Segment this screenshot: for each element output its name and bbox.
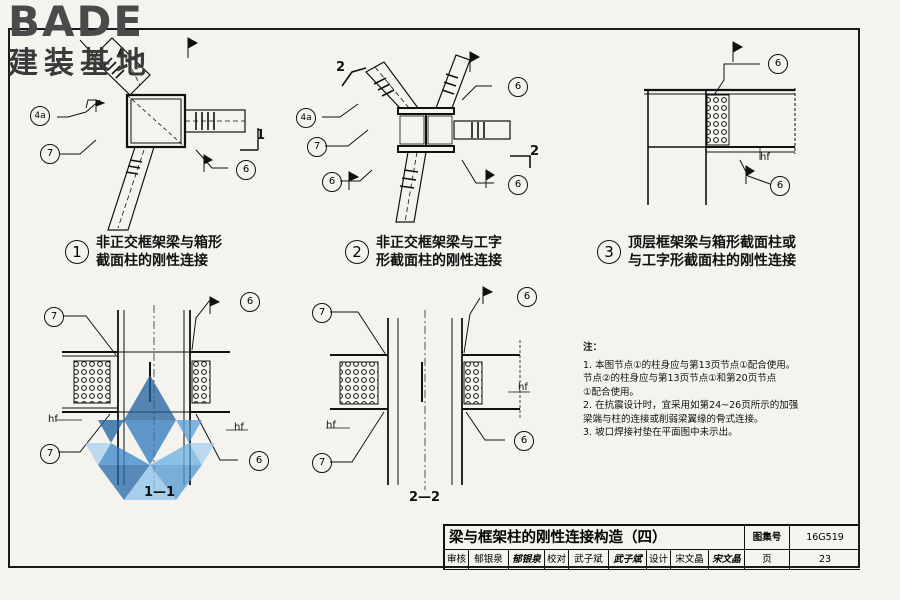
- callout-7: 7: [307, 137, 327, 157]
- weld-flag-symbols: [187, 37, 755, 314]
- detail-1-caption: 非正交框架梁与箱形 截面柱的刚性连接: [96, 235, 222, 269]
- callout-6: 6: [249, 451, 269, 471]
- notes-heading: 注：: [583, 342, 603, 353]
- reviewer-signature: 郁银泉: [509, 550, 545, 570]
- hf-label: hf: [518, 382, 528, 393]
- review-label: 审核: [445, 550, 469, 570]
- drawing-frame: [8, 28, 860, 568]
- checker-name: 武子斌: [569, 550, 609, 570]
- hf-label: hf: [234, 422, 244, 433]
- callout-6: 6: [508, 175, 528, 195]
- callout-6: 6: [768, 54, 788, 74]
- section-cut-2: 2: [530, 144, 540, 159]
- section-1-1: [56, 299, 248, 490]
- designer-signature: 宋文晶: [709, 550, 745, 570]
- hf-label: hf: [760, 152, 770, 163]
- callout-6: 6: [240, 292, 260, 312]
- title-block: 梁与框架柱的刚性连接构造（四） 图集号 16G519 审核 郁银泉 郁银泉 校对…: [443, 524, 860, 570]
- note-line: ①配合使用。: [583, 386, 640, 398]
- watermark-logo: [85, 375, 215, 500]
- callout-6: 6: [517, 287, 537, 307]
- section-2-2-label: 2—2: [409, 490, 441, 505]
- note-line: 2. 在抗震设计时，宜采用如第24~26页所示的加强: [583, 400, 799, 411]
- hf-label: hf: [326, 420, 336, 431]
- detail-2-caption: 非正交框架梁与工字 形截面柱的刚性连接: [376, 235, 502, 269]
- callout-4a: 4a: [30, 106, 50, 126]
- page-number: 23: [790, 550, 860, 570]
- section-cut-2: 2: [336, 60, 346, 75]
- brand-logo-cn: 建装基地: [8, 46, 152, 81]
- page-label: 页: [745, 550, 790, 570]
- note-line: 3. 坡口焊接衬垫在平面图中未示出。: [583, 427, 738, 438]
- detail-2-plan: [322, 54, 531, 223]
- design-label: 设计: [647, 550, 671, 570]
- note-line: 梁端与柱的连接或削弱梁翼缘的骨式连接。: [583, 413, 764, 425]
- detail-1-weld-symbols: [95, 46, 125, 112]
- callout-7: 7: [40, 444, 60, 464]
- callout-7: 7: [44, 307, 64, 327]
- section-cut-1: 1: [256, 128, 266, 143]
- callout-6: 6: [236, 160, 256, 180]
- callout-6: 6: [514, 431, 534, 451]
- callout-6: 6: [770, 176, 790, 196]
- detail-3-elevation: [644, 63, 796, 205]
- note-line: 1. 本图节点①的柱身应与第13页节点①配合使用。: [583, 359, 796, 371]
- callout-7: 7: [312, 303, 332, 323]
- reviewer-name: 郁银泉: [469, 550, 509, 570]
- detail-2-number: 2: [345, 240, 369, 264]
- check-label: 校对: [545, 550, 569, 570]
- hf-label: hf: [48, 414, 58, 425]
- drawing-title: 梁与框架柱的刚性连接构造（四）: [445, 526, 745, 550]
- detail-3-caption: 顶层框架梁与箱形截面柱或 与工字形截面柱的刚性连接: [628, 235, 796, 269]
- brand-logo: BADE: [8, 0, 145, 46]
- detail-1-plan: [57, 37, 259, 231]
- callout-7: 7: [40, 144, 60, 164]
- callout-7: 7: [312, 453, 332, 473]
- design-notes: 注： 1. 本图节点①的柱身应与第13页节点①配合使用。 节点②的柱身应与第13…: [583, 341, 833, 440]
- callout-6: 6: [322, 172, 342, 192]
- section-2-2: [326, 297, 530, 490]
- checker-signature: 武子斌: [609, 550, 647, 570]
- callout-4a: 4a: [296, 108, 316, 128]
- detail-3-number: 3: [597, 240, 621, 264]
- detail-1-number: 1: [65, 240, 89, 264]
- note-line: 节点②的柱身应与第13页节点①和第20页节点: [583, 373, 777, 384]
- atlas-number: 16G519: [790, 526, 860, 550]
- designer-name: 宋文晶: [671, 550, 709, 570]
- callout-6: 6: [508, 77, 528, 97]
- section-1-1-label: 1—1: [144, 485, 176, 500]
- atlas-label: 图集号: [745, 526, 790, 550]
